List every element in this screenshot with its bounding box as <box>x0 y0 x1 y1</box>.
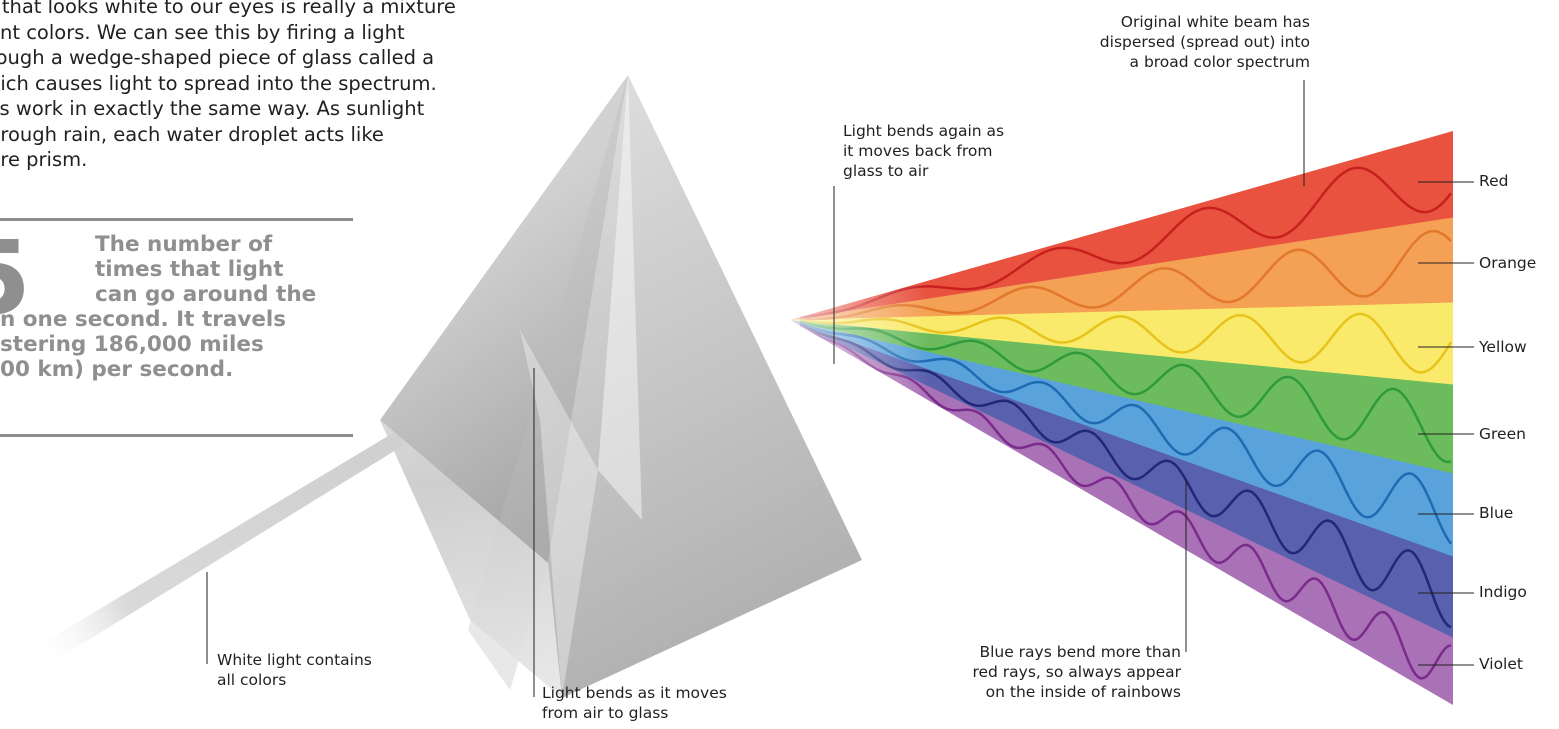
intro-line: t that looks white to our eyes is really… <box>0 0 456 18</box>
fact-line: stering 186,000 miles <box>0 332 264 357</box>
fact-bottom-rule <box>0 434 353 437</box>
intro-line: ent colors. We can see this by firing a … <box>0 20 405 44</box>
fact-top-rule <box>0 218 353 221</box>
annotation-dispersed: Original white beam has dispersed (sprea… <box>1099 13 1310 71</box>
prism-highlight <box>598 75 642 520</box>
leader-lines <box>206 80 1474 697</box>
fact-line: n one second. It travels <box>0 307 287 332</box>
annotation-enter-glass: Light bends as it moves from air to glas… <box>542 684 727 722</box>
annotation-blue-rays: Blue rays bend more than red rays, so al… <box>972 643 1181 701</box>
annotation-white-light: White light contains all colors <box>217 651 372 689</box>
intro-line: hich causes light to spread into the spe… <box>0 71 437 95</box>
fact-box: 5 The number of times that light can go … <box>0 218 353 438</box>
glass-prism <box>380 75 862 698</box>
prism-left-face <box>380 75 628 563</box>
fact-line: times that light <box>95 257 284 282</box>
color-label-red: Red <box>1479 172 1509 190</box>
annotation-exit-glass: Light bends again as it moves back from … <box>843 122 1005 180</box>
color-label-green: Green <box>1479 425 1526 443</box>
prism-right-face <box>548 75 862 698</box>
intro-line: hrough rain, each water droplet acts lik… <box>0 122 384 146</box>
color-label-blue: Blue <box>1479 504 1514 522</box>
prism-bottom-face <box>380 420 562 698</box>
fact-line: can go around the <box>95 282 317 307</box>
white-light-beam <box>18 430 404 676</box>
color-label-orange: Orange <box>1479 254 1537 272</box>
intro-line: ure prism. <box>0 148 88 171</box>
color-label-yellow: Yellow <box>1479 338 1527 356</box>
fact-number: 5 <box>0 228 31 330</box>
intro-line: ys work in exactly the same way. As sunl… <box>0 97 425 120</box>
color-label-violet: Violet <box>1479 655 1523 673</box>
color-label-indigo: Indigo <box>1479 583 1527 601</box>
intro-paragraph: t that looks white to our eyes is really… <box>0 0 456 173</box>
fact-line: 00 km) per second. <box>0 357 234 382</box>
fact-line: The number of <box>95 232 273 257</box>
intro-line: rough a wedge-shaped piece of glass call… <box>0 46 435 69</box>
prism-inner-light <box>520 330 598 698</box>
